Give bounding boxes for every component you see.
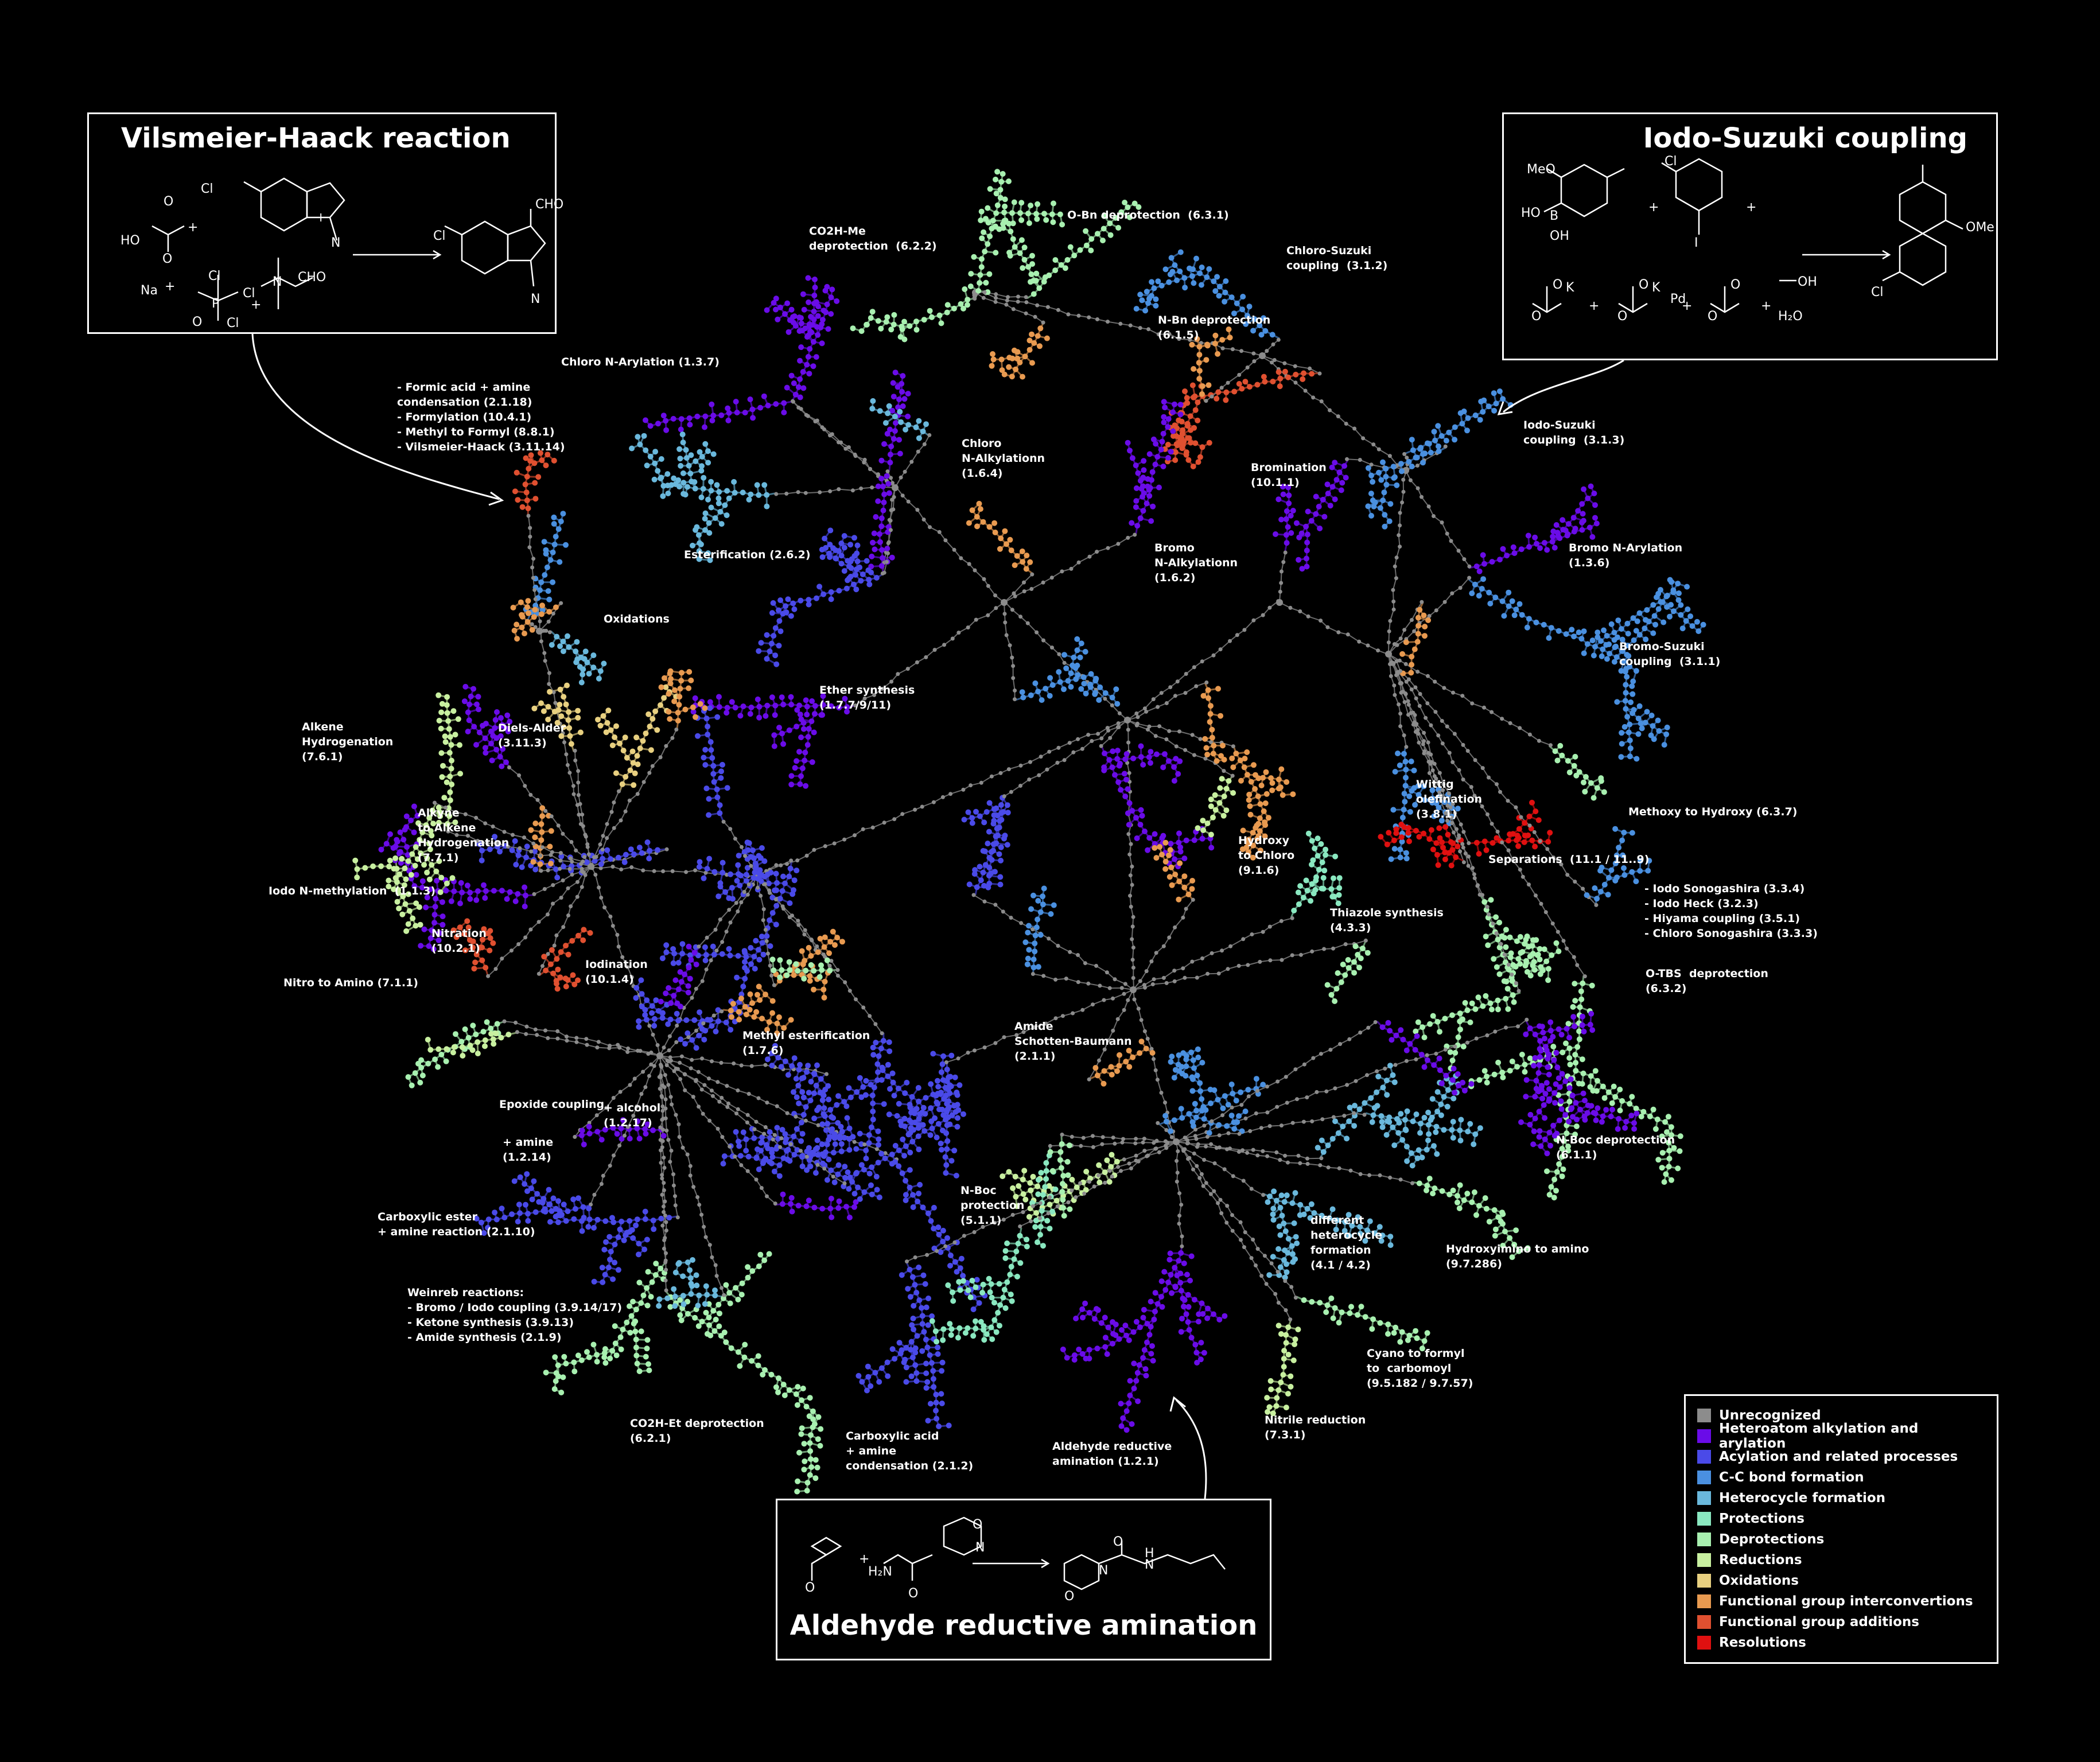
tree-edge: [1013, 308, 1026, 314]
tree-edge: [1244, 620, 1254, 631]
tree-edge: [1359, 459, 1372, 465]
tree-edge: [1157, 1079, 1162, 1093]
tree-edge: [908, 501, 918, 511]
tree-edge: [1027, 623, 1037, 633]
tree-edge: [1347, 633, 1360, 643]
tree-edge: [1220, 640, 1231, 650]
tree-edge: [902, 809, 915, 815]
tree-edge: [806, 492, 820, 494]
tree-edge: [1424, 453, 1437, 461]
tree-edge: [1371, 464, 1385, 468]
tree-edge: [1378, 449, 1390, 457]
tree-edge: [1404, 702, 1409, 715]
tree-edge: [669, 1025, 678, 1037]
tree-edge: [1295, 365, 1310, 369]
tree-edge: [1227, 374, 1240, 384]
tree-edge: [1107, 321, 1121, 325]
tree-edge: [1179, 730, 1193, 736]
tree-edge: [1460, 577, 1470, 589]
tree-edge: [661, 1097, 663, 1111]
tree-edge: [1363, 438, 1374, 445]
tree-edge: [1058, 742, 1070, 749]
tree-edge: [921, 802, 934, 807]
tree-edge: [981, 776, 992, 784]
tree-edge: [1441, 522, 1448, 534]
tree-edge: [1153, 982, 1167, 985]
tree-edge: [1013, 582, 1025, 594]
tree-edge: [1057, 945, 1071, 953]
tree-edge: [1295, 382, 1306, 391]
tree-edge: [983, 297, 996, 303]
tree-edge: [1347, 458, 1360, 461]
tree-edge: [663, 1036, 671, 1048]
tree-edge: [637, 781, 644, 795]
tree-edge: [950, 789, 964, 795]
tree-edge: [545, 660, 550, 674]
tree-edge: [683, 997, 693, 1009]
tree-edge: [1144, 698, 1154, 709]
tree-edge: [1428, 742, 1432, 755]
tree-edge: [1392, 578, 1397, 590]
tree-edge: [1454, 733, 1464, 746]
tree-edge: [1201, 655, 1214, 662]
tree-edge: [730, 911, 738, 923]
tree-edge: [672, 870, 686, 873]
tree-edge: [872, 822, 885, 829]
tree-edge: [702, 969, 707, 982]
tree-edge: [945, 540, 955, 550]
tree-edge: [975, 614, 989, 621]
tree-edge: [1131, 926, 1134, 939]
tree-edge: [974, 570, 985, 580]
tree-edge: [569, 772, 574, 787]
tree-edge: [1031, 582, 1044, 590]
tree-edge: [1403, 619, 1413, 631]
tree-edge: [600, 866, 613, 869]
tree-edge: [838, 488, 853, 491]
tree-edge: [911, 451, 919, 462]
tree-edge: [1308, 616, 1321, 621]
tree-edge: [1354, 428, 1364, 439]
tree-edge: [1100, 737, 1111, 747]
tree-edge: [1576, 964, 1586, 977]
tree-edge: [563, 742, 567, 754]
tree-edge: [995, 293, 1008, 298]
tree-edge: [1450, 540, 1459, 551]
tree-edge: [1129, 854, 1133, 867]
tree-edge: [1230, 938, 1244, 947]
tree-edge: [752, 1064, 766, 1067]
tree-edge: [1009, 765, 1021, 770]
tree-edge: [540, 641, 545, 654]
tree-edge: [1137, 723, 1150, 728]
tree-edge: [1463, 831, 1469, 843]
tree-edge: [1455, 812, 1462, 825]
tree-edge: [1266, 1283, 1276, 1294]
tree-edge: [594, 874, 600, 888]
tree-edge: [1241, 350, 1254, 354]
tree-edge: [1078, 556, 1090, 563]
tree-edge: [1321, 400, 1331, 411]
